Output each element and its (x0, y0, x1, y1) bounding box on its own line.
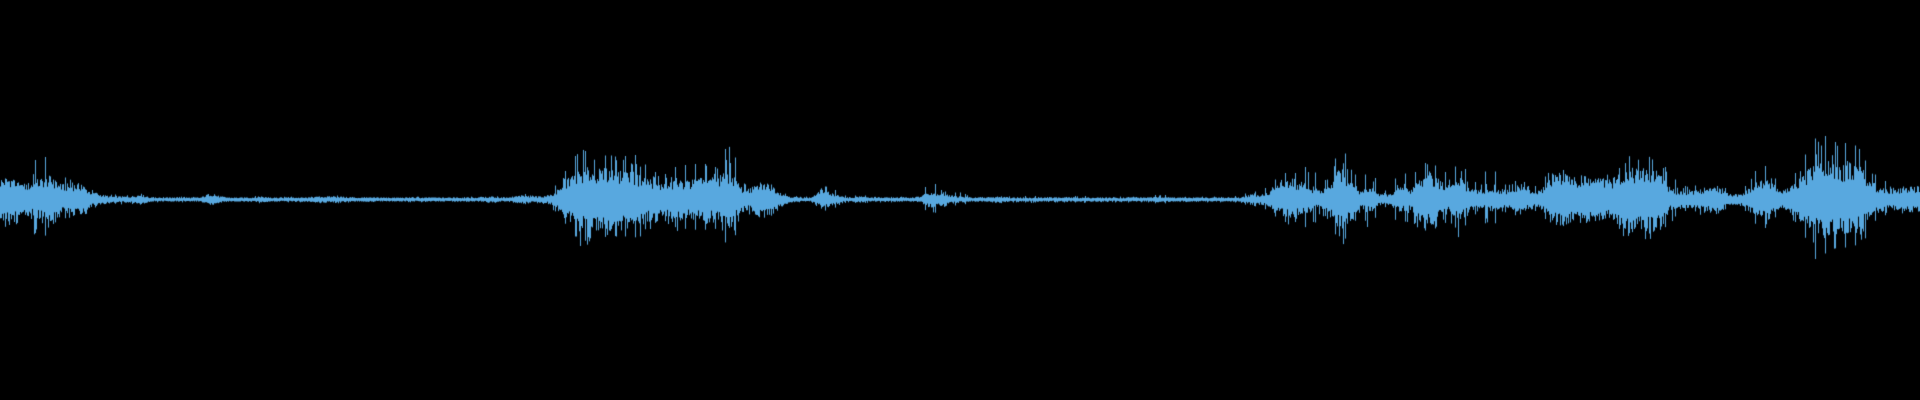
audio-waveform (0, 0, 1920, 400)
waveform-screen (0, 0, 1920, 400)
